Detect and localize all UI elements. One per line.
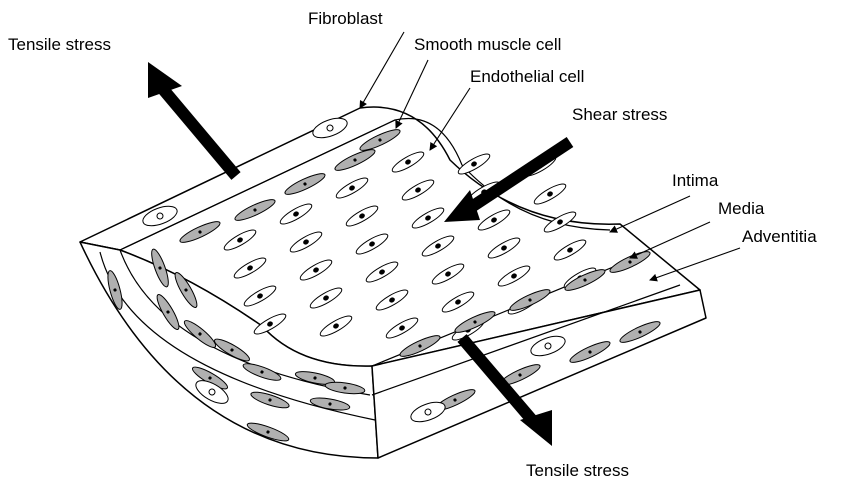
- label-intima: Intima: [672, 171, 719, 190]
- label-adventitia: Adventitia: [742, 227, 817, 246]
- label-tensile-stress-top: Tensile stress: [8, 35, 111, 54]
- leader-fibroblast: [360, 32, 404, 108]
- label-tensile-stress-bottom: Tensile stress: [526, 461, 629, 480]
- label-smooth-muscle-cell: Smooth muscle cell: [414, 35, 561, 54]
- label-fibroblast: Fibroblast: [308, 9, 383, 28]
- tensile-arrow-top: [148, 62, 236, 176]
- endothelial-cell: [532, 181, 568, 208]
- label-endothelial-cell: Endothelial cell: [470, 67, 584, 86]
- leader-media: [630, 222, 710, 258]
- label-media: Media: [718, 199, 765, 218]
- label-shear-stress: Shear stress: [572, 105, 667, 124]
- leader-intima: [610, 196, 690, 232]
- leader-endothelial: [430, 88, 470, 150]
